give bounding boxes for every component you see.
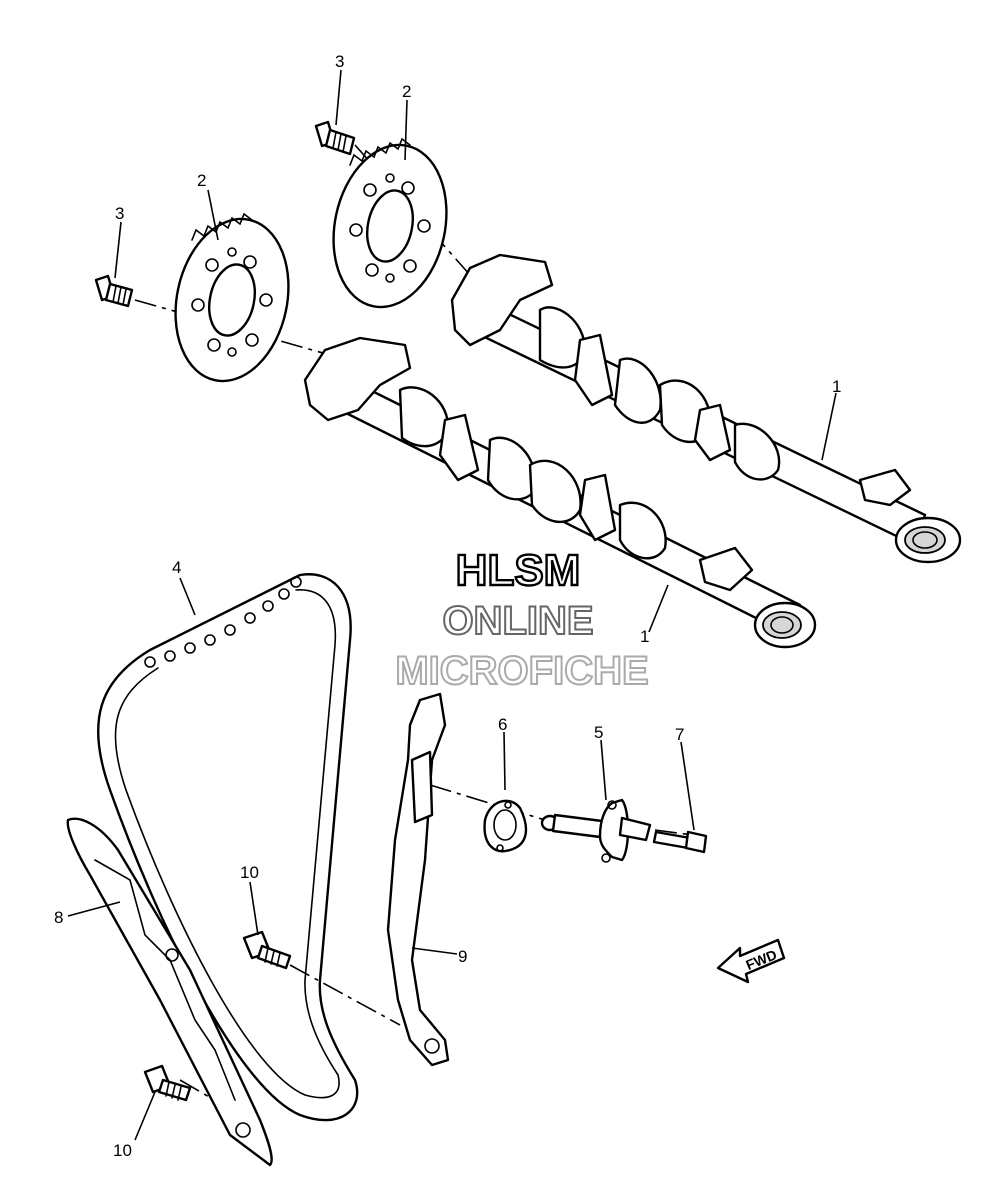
forward-direction-arrow: FWD (716, 938, 786, 984)
callout-tensioner-guide: 9 (458, 947, 467, 966)
chain-guide-left[interactable] (66, 817, 273, 1167)
watermark-line-3: MICROFICHE (395, 649, 648, 693)
callout-guide-bolt-lower: 10 (113, 1141, 132, 1160)
guide-bolt-lower[interactable] (143, 1064, 192, 1102)
watermark: HLSM ONLINE MICROFICHE (394, 545, 649, 694)
camshaft-rear[interactable] (450, 253, 962, 564)
callout-gasket: 6 (498, 715, 507, 734)
callout-camshaft-rear: 1 (832, 377, 841, 396)
watermark-line-1: HLSM (456, 546, 581, 595)
cam-sprocket-left[interactable] (161, 208, 303, 391)
callout-camshaft-front: 1 (640, 627, 649, 646)
callout-tensioner-bolt: 7 (675, 725, 684, 744)
chain-tensioner-guide[interactable] (386, 692, 450, 1067)
callout-bolt-right: 3 (335, 52, 344, 71)
sprocket-bolt-left[interactable] (94, 274, 134, 308)
callout-sprocket-left: 2 (197, 171, 206, 190)
timing-chain[interactable] (97, 573, 359, 1122)
callout-labels: 1 1 2 2 3 3 4 5 6 7 8 9 10 10 (54, 52, 841, 1160)
guide-bolt-upper[interactable] (242, 930, 292, 970)
tensioner-bolt[interactable] (652, 830, 708, 854)
callout-timing-chain: 4 (172, 558, 181, 577)
callout-sprocket-right: 2 (402, 82, 411, 101)
callout-chain-guide: 8 (54, 908, 63, 927)
callout-bolt-left: 3 (115, 204, 124, 223)
sprocket-bolt-right[interactable] (314, 120, 356, 156)
cam-chain-tensioner[interactable] (540, 798, 652, 863)
cam-sprocket-right[interactable] (319, 134, 461, 317)
callout-guide-bolt-upper: 10 (240, 863, 259, 882)
camshaft-front[interactable] (303, 336, 817, 649)
watermark-line-2: ONLINE (442, 599, 593, 643)
leader-lines (67, 69, 837, 1141)
callout-tensioner: 5 (594, 723, 603, 742)
tensioner-gasket[interactable] (483, 799, 528, 853)
fwd-label: FWD (743, 946, 779, 973)
